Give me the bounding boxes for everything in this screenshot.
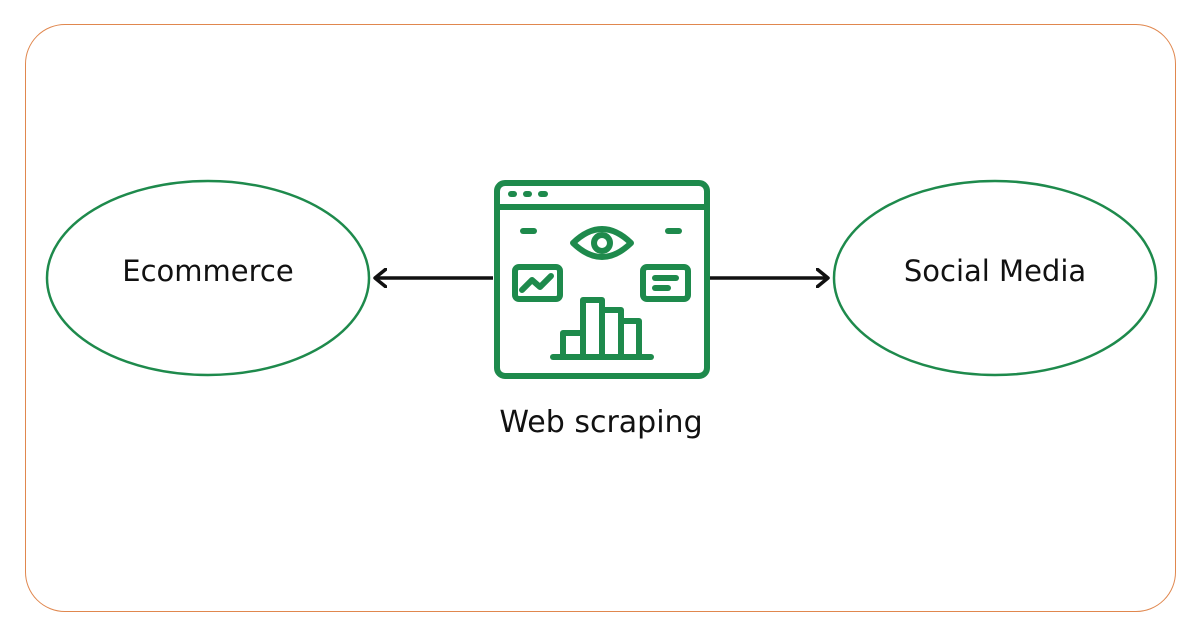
ecommerce-node: [45, 179, 371, 377]
web-scraping-label: Web scraping: [499, 405, 703, 440]
diagram-frame: [25, 24, 1176, 612]
social-media-node: [832, 179, 1158, 377]
web-scraping-dashboard-icon: [494, 180, 710, 379]
ecommerce-label: Ecommerce: [122, 254, 294, 288]
social-media-label: Social Media: [903, 254, 1087, 288]
